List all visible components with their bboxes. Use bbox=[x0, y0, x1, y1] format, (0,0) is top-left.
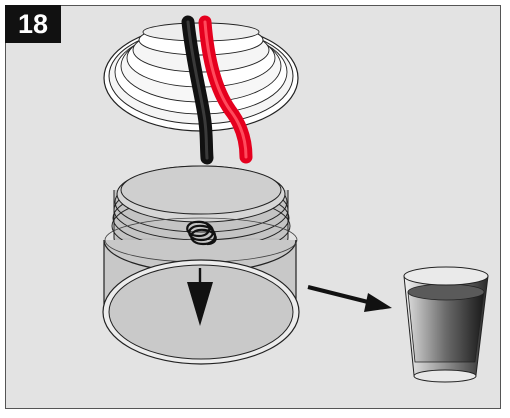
step-number-badge: 18 bbox=[5, 5, 61, 43]
glass-of-liquid-icon bbox=[404, 267, 488, 382]
pour-arrow-icon bbox=[308, 287, 392, 312]
drain-plug-icon bbox=[103, 166, 299, 364]
